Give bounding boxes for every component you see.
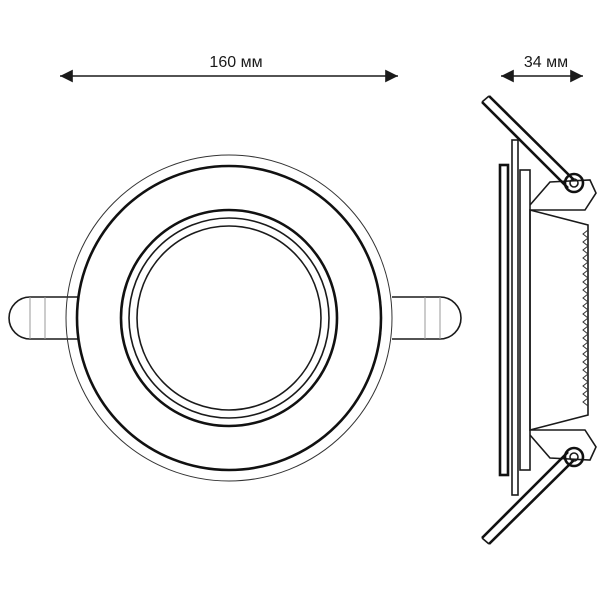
- diameter-label: 160 мм: [209, 54, 262, 71]
- outer-glass-ring: [65, 154, 393, 482]
- side-view: 34 мм: [481, 54, 597, 545]
- top-spring-clip: [481, 95, 597, 211]
- side-glass: [511, 139, 519, 496]
- inner-rim-inner: [128, 217, 330, 419]
- inner-rim-outer: [119, 208, 339, 428]
- diameter-dimension: 160 мм: [60, 54, 399, 83]
- depth-label: 34 мм: [524, 54, 568, 71]
- front-view: [8, 154, 462, 482]
- side-front-plate: [498, 163, 510, 477]
- side-frame: [519, 169, 531, 471]
- left-clip-tab: [8, 296, 78, 340]
- side-housing: [529, 208, 589, 432]
- diffuser: [136, 225, 322, 411]
- side-housing-fins: [582, 229, 589, 407]
- right-clip-tab: [392, 296, 462, 340]
- frame-outer-edge: [75, 164, 383, 472]
- bottom-spring-clip: [481, 429, 597, 545]
- depth-dimension: 34 мм: [500, 54, 583, 83]
